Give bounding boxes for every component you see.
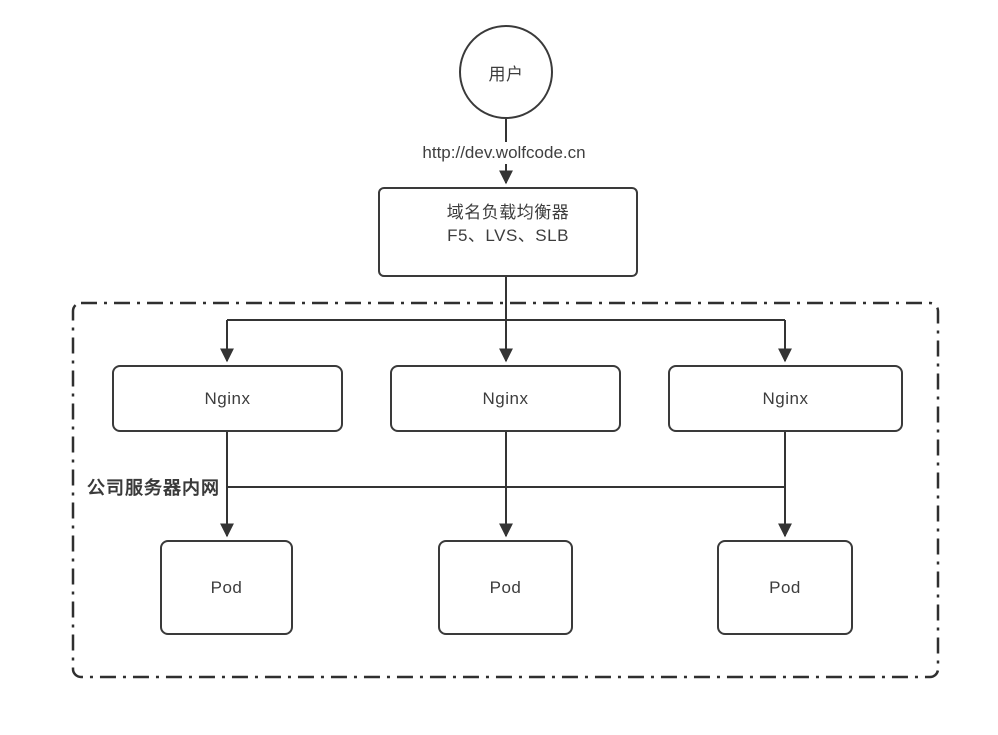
- load-balancer-title: 域名负载均衡器: [446, 203, 570, 222]
- request-url-label: http://dev.wolfcode.cn: [389, 142, 619, 164]
- nginx-node-3: Nginx: [668, 365, 903, 432]
- nginx-node-3-label: Nginx: [762, 388, 809, 408]
- pod-node-2: Pod: [438, 540, 573, 635]
- pod-node-1-label: Pod: [210, 577, 243, 597]
- intranet-boundary-label: 公司服务器内网: [87, 478, 220, 498]
- nginx-node-2: Nginx: [390, 365, 621, 432]
- user-node: 用户: [459, 25, 553, 119]
- intranet-boundary: [71, 301, 940, 679]
- nginx-node-1: Nginx: [112, 365, 343, 432]
- pod-node-3: Pod: [717, 540, 853, 635]
- pod-node-2-label: Pod: [489, 577, 522, 597]
- nginx-node-2-label: Nginx: [482, 388, 529, 408]
- pod-node-1: Pod: [160, 540, 293, 635]
- load-balancer-subtitle: F5、LVS、SLB: [447, 226, 569, 245]
- nginx-node-1-label: Nginx: [204, 388, 251, 408]
- load-balancer-node: 域名负载均衡器 F5、LVS、SLB: [378, 187, 638, 277]
- user-node-label: 用户: [488, 64, 524, 84]
- pod-node-3-label: Pod: [769, 577, 801, 597]
